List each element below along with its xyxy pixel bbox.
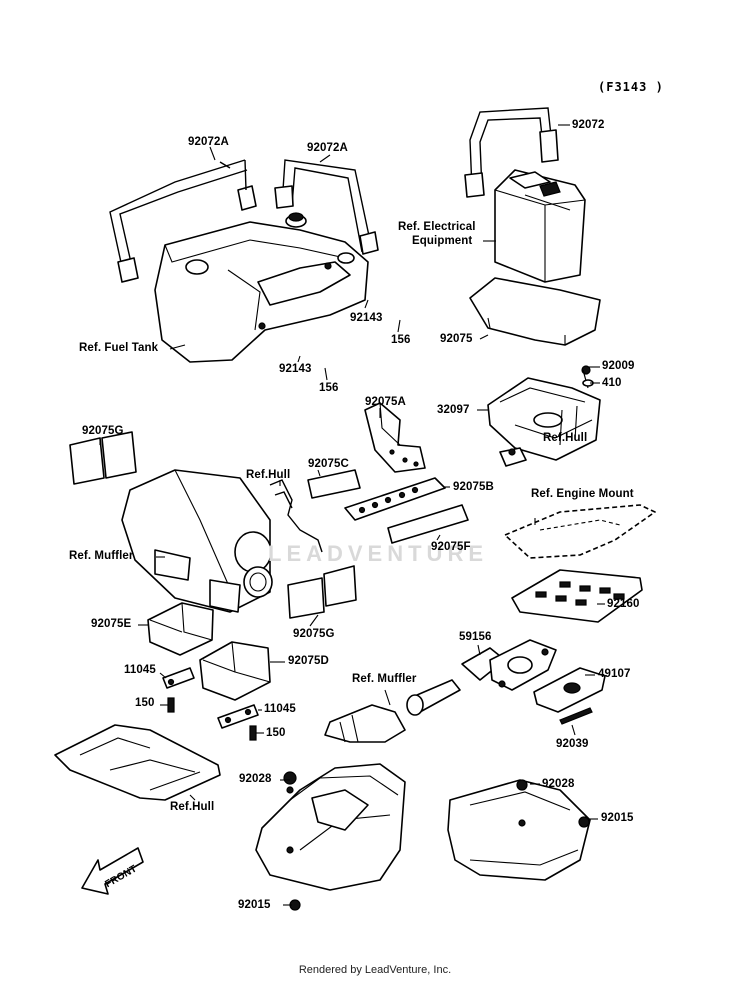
label-92072a-left: 92072A: [188, 136, 229, 148]
label-150-right: 150: [266, 727, 286, 739]
small-fasteners-drawing: [162, 667, 259, 741]
label-92075b: 92075B: [453, 481, 494, 493]
label-ref-muffler-left: Ref. Muffler: [69, 550, 134, 562]
watermark: LEADVENTURE: [268, 541, 489, 566]
battery-case-drawing: [487, 365, 601, 467]
label-32097: 32097: [437, 404, 470, 416]
battery-drawing: [464, 107, 586, 283]
label-92075a: 92075A: [365, 396, 406, 408]
engine-mount-drawing: [504, 504, 656, 559]
hull-lower-left-drawing: [54, 724, 221, 801]
label-92039: 92039: [556, 738, 589, 750]
bracket-92075a-drawing: [364, 402, 426, 473]
label-92075: 92075: [440, 333, 473, 345]
hull-right-drawing: [447, 779, 591, 881]
label-156-lower: 156: [319, 382, 339, 394]
pad-92075e-drawing: [147, 602, 214, 656]
label-11045-right: 11045: [264, 703, 296, 715]
front-arrow-icon: FRONT: [81, 847, 144, 895]
label-92075c: 92075C: [308, 458, 349, 470]
label-150-left: 150: [135, 697, 155, 709]
label-49107: 49107: [598, 668, 631, 680]
pad-92075f-drawing: [387, 504, 469, 544]
label-ref-muffler-exhaust: Ref. Muffler: [352, 673, 417, 685]
label-ref-fuel-tank: Ref. Fuel Tank: [79, 342, 159, 354]
hull-bracket-drawing: [269, 479, 323, 553]
label-92143-upper: 92143: [350, 312, 383, 324]
pad-92075c-drawing: [307, 469, 361, 499]
fuel-tank-drawing: [154, 212, 369, 363]
label-92075g-right: 92075G: [293, 628, 335, 640]
label-92075e: 92075E: [91, 618, 132, 630]
bracket-92075b-drawing: [344, 477, 446, 521]
label-ref-hull-lower: Ref.Hull: [170, 801, 215, 813]
pad-92075d-drawing: [199, 641, 271, 701]
label-ref-engine-mount: Ref. Engine Mount: [531, 488, 634, 500]
diagram-code: (F3143 ): [598, 80, 664, 94]
label-92009: 92009: [602, 360, 635, 372]
label-92075f: 92075F: [431, 541, 471, 553]
label-92072a-right: 92072A: [307, 142, 348, 154]
pad-92075g-right-drawing: [287, 565, 357, 619]
exhaust-parts-drawing: [324, 639, 606, 743]
label-ref-electrical: Ref. Electrical: [398, 221, 476, 233]
label-ref-electrical-equipment: Equipment: [412, 235, 473, 247]
battery-mat-drawing: [469, 277, 601, 346]
fuel-tank-strap-right: [274, 159, 379, 255]
label-ref-hull-bracket: Ref.Hull: [246, 469, 291, 481]
footer-credit: Rendered by LeadVenture, Inc.: [298, 964, 452, 976]
label-ref-hull-case: Ref.Hull: [543, 432, 588, 444]
label-11045-left: 11045: [124, 664, 156, 676]
label-59156: 59156: [459, 631, 492, 643]
muffler-drawing: [121, 469, 273, 613]
label-92015-left: 92015: [238, 899, 271, 911]
label-92143-lower: 92143: [279, 363, 312, 375]
label-92072: 92072: [572, 119, 605, 131]
pad-92160-drawing: [511, 569, 643, 623]
fuel-tank-strap-left: [109, 159, 257, 283]
label-92028-left: 92028: [239, 773, 272, 785]
label-92028-right: 92028: [542, 778, 575, 790]
hull-center-drawing: [255, 763, 406, 911]
pad-92075g-left-drawing: [69, 431, 137, 485]
label-92075g-left: 92075G: [82, 425, 124, 437]
label-156-upper: 156: [391, 334, 411, 346]
label-410: 410: [602, 377, 622, 389]
leader-lines: [99, 124, 605, 906]
label-92075d: 92075D: [288, 655, 329, 667]
label-92160: 92160: [607, 598, 640, 610]
label-92015-right: 92015: [601, 812, 634, 824]
